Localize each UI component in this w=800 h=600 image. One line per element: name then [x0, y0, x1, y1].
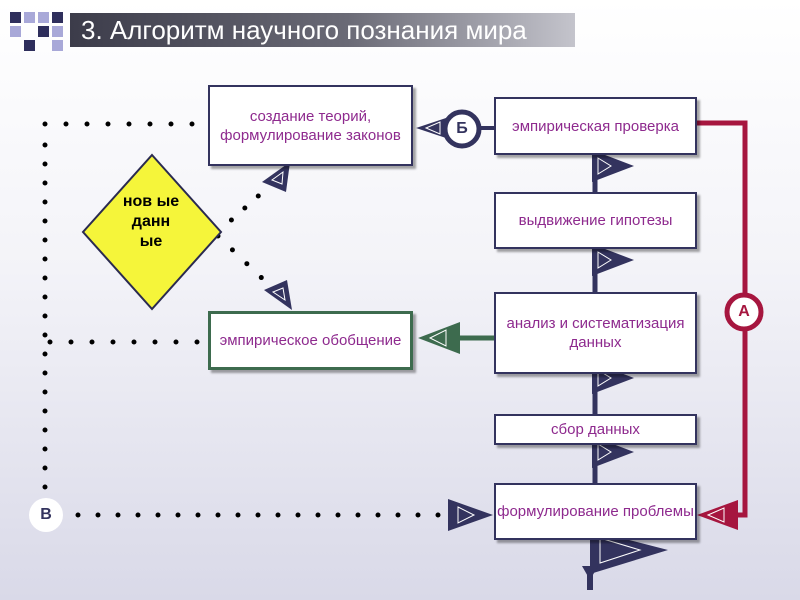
decor-square [52, 40, 63, 51]
decor-square [10, 26, 21, 37]
arrow-left-icon [697, 500, 738, 530]
arrow-left-icon [416, 116, 452, 140]
arrow-right-icon [448, 499, 493, 531]
marker-label-v: В [40, 506, 52, 523]
marker-label-a: А [738, 303, 750, 320]
arrow-up-icon [592, 150, 634, 182]
decor-square [24, 40, 35, 51]
decor-square [10, 12, 21, 23]
box-problem: формулирование проблемы [494, 483, 697, 540]
arrow-left-icon [418, 322, 460, 354]
decor-square [52, 12, 63, 23]
title-bar [70, 13, 575, 47]
decor-square [24, 12, 35, 23]
marker-circle-v [29, 498, 63, 532]
marker-circle-b [442, 109, 482, 149]
arrow-up-icon [592, 244, 634, 276]
diamond-label: нов ые данн ые [122, 193, 180, 250]
box-generalization: эмпирическое обобщение [208, 311, 413, 370]
box-hypothesis: выдвижение гипотезы [494, 192, 697, 249]
arrow-up-large-icon [582, 530, 668, 590]
marker-label-b: Б [456, 120, 468, 137]
box-theories: создание теорий, формулирование законов [208, 85, 413, 166]
decor-square [38, 26, 49, 37]
decor-square [38, 12, 49, 23]
arrow-diagonal-up-icon [262, 162, 290, 192]
dotted-line-diag-up [215, 187, 268, 235]
arrow-diagonal-down-icon [264, 280, 292, 310]
box-data-collection: сбор данных [494, 414, 697, 445]
dotted-line-diag-down [215, 233, 271, 287]
decor-square [52, 26, 63, 37]
page-title: 3. Алгоритм научного познания мира [81, 15, 527, 45]
box-empirical-check: эмпирическая проверка [494, 97, 697, 155]
box-analysis: анализ и систематизация данных [494, 292, 697, 374]
diamond-shape [81, 153, 223, 311]
marker-circle-a [724, 292, 764, 332]
